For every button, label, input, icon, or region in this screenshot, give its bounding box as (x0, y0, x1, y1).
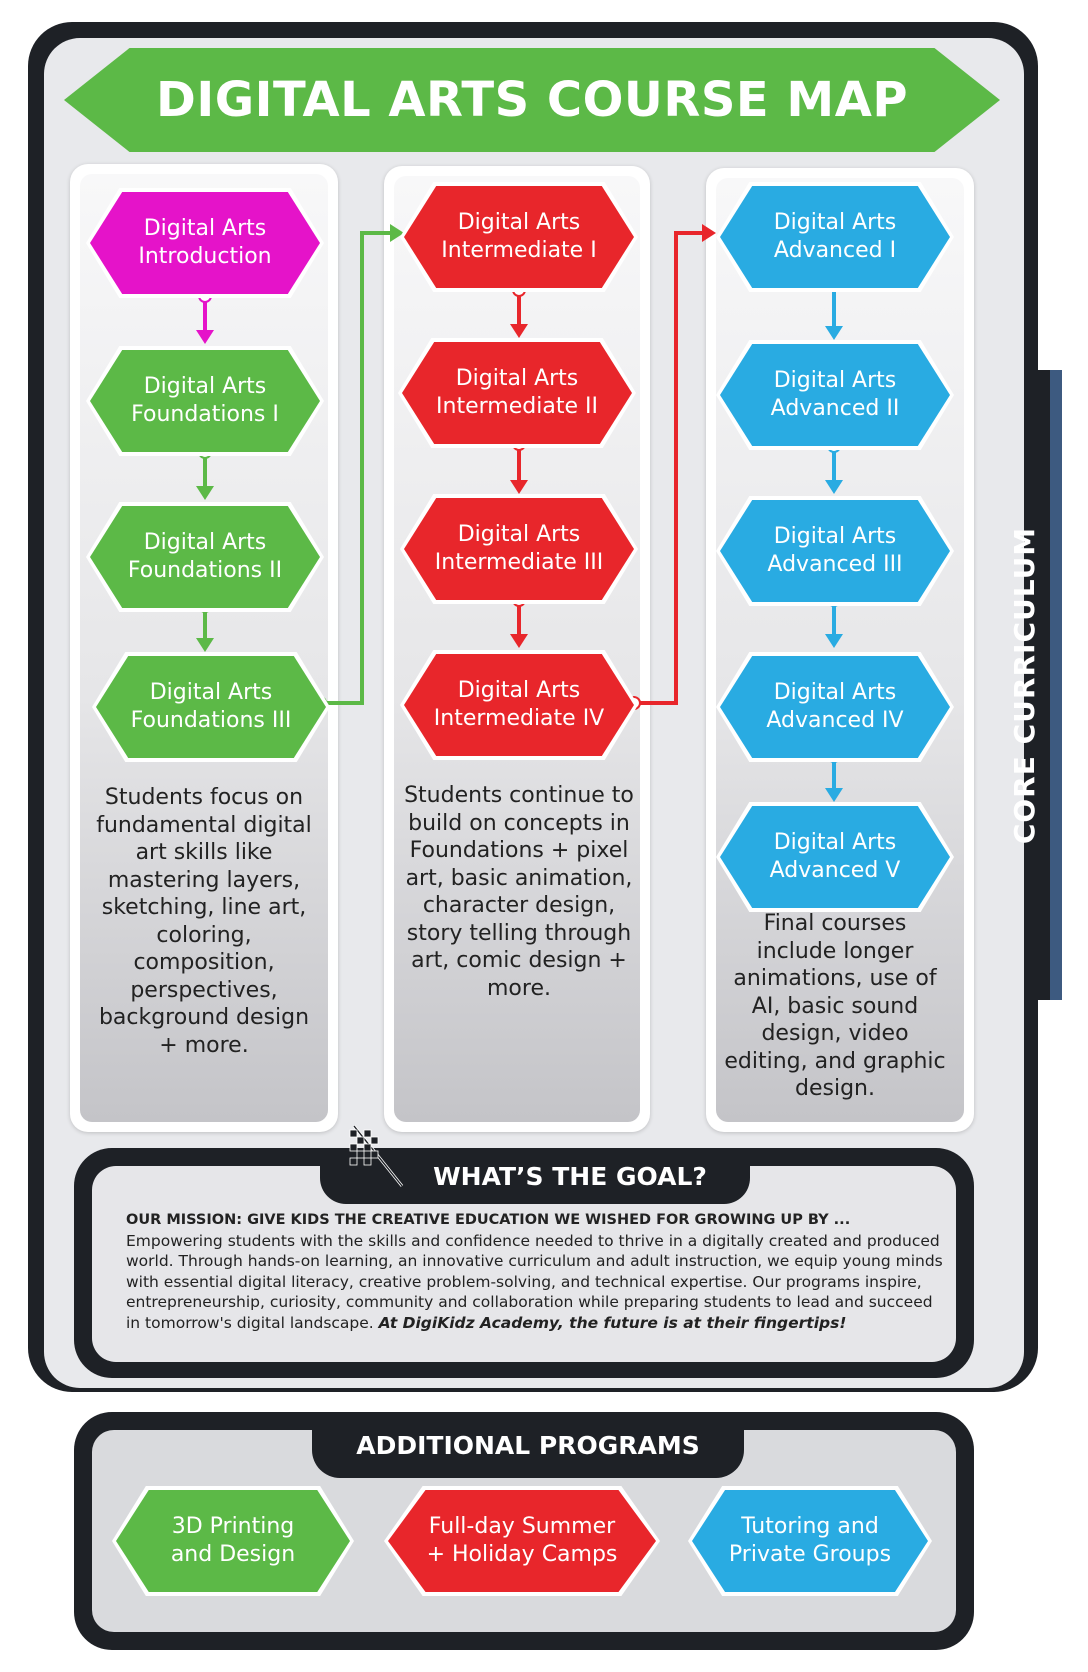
arrowhead (825, 480, 843, 494)
page-title: DIGITAL ARTS COURSE MAP (155, 72, 909, 128)
course-line1: Digital Arts (457, 678, 581, 703)
checkered-flag-icon (349, 1125, 404, 1187)
arrowhead (196, 330, 214, 344)
course-line2: Advanced II (770, 396, 900, 421)
course-line1: Digital Arts (143, 530, 267, 555)
course-line2: Intermediate I (441, 238, 597, 263)
arrowhead (390, 224, 404, 242)
goal-header-tab (320, 1148, 750, 1204)
course-line1: Digital Arts (149, 680, 273, 705)
column-foundations-description: Students focus on fundamental digital ar… (96, 785, 312, 1058)
course-line2: Foundations III (130, 708, 292, 733)
course-line2: Advanced I (773, 238, 897, 263)
arrowhead (510, 634, 528, 648)
arrowhead (825, 788, 843, 802)
course-line2: Intermediate III (434, 550, 604, 575)
course-line2: Foundations II (127, 558, 283, 583)
goal-closing: At DigiKidz Academy, the future is at th… (378, 1313, 847, 1332)
arrowhead (196, 638, 214, 652)
arrowhead (510, 324, 528, 338)
course-line1: Digital Arts (773, 210, 897, 235)
course-line2: Introduction (138, 244, 272, 269)
course-line1: Digital Arts (773, 368, 897, 393)
course-line1: Digital Arts (457, 210, 581, 235)
arrowhead (510, 480, 528, 494)
course-line1: Digital Arts (143, 216, 267, 241)
course-line1: Digital Arts (773, 524, 897, 549)
program-line2: Private Groups (728, 1542, 892, 1567)
course-line2: Intermediate II (436, 394, 598, 419)
additional-programs-title: ADDITIONAL PROGRAMS (356, 1430, 700, 1460)
course-line2: Intermediate IV (433, 706, 605, 731)
program-line2: and Design (170, 1542, 296, 1567)
additional-programs-header-tab (312, 1412, 744, 1478)
connector-foundations-to-intermediate (320, 231, 392, 705)
course-line2: Advanced IV (766, 708, 904, 733)
arrowhead (702, 224, 716, 242)
course-line1: Digital Arts (773, 680, 897, 705)
course-line1: Digital Arts (143, 374, 267, 399)
goal-mission: OUR MISSION: GIVE KIDS THE CREATIVE EDUC… (126, 1212, 851, 1228)
course-line2: Advanced III (767, 552, 903, 577)
course-line1: Digital Arts (773, 830, 897, 855)
arrowhead (825, 326, 843, 340)
column-advanced-description: Final courses include longer animations,… (724, 911, 946, 1101)
title-banner: DIGITAL ARTS COURSE MAP (64, 48, 1000, 152)
goal-body: Empowering students with the skills and … (126, 1231, 943, 1332)
program-line1: 3D Printing (171, 1514, 295, 1539)
column-advanced-inner (716, 178, 964, 1122)
program-summer-camps: Full-day Summer + Holiday Camps (388, 1490, 656, 1592)
side-tab-edge (1050, 370, 1062, 1000)
arrowhead (825, 634, 843, 648)
column-intermediate-description: Students continue to build on concepts i… (404, 783, 634, 1001)
goal-title: WHAT’S THE GOAL? (433, 1161, 707, 1191)
course-line1: Digital Arts (455, 366, 579, 391)
program-3d-printing: 3D Printing and Design (116, 1490, 350, 1592)
program-line2: + Holiday Camps (426, 1542, 618, 1567)
course-line2: Foundations I (131, 402, 279, 427)
course-line2: Advanced V (769, 858, 901, 883)
program-line1: Full-day Summer (428, 1514, 616, 1539)
program-line1: Tutoring and (741, 1514, 879, 1539)
goal-text: OUR MISSION: GIVE KIDS THE CREATIVE EDUC… (126, 1210, 946, 1333)
course-line1: Digital Arts (457, 522, 581, 547)
arrowhead (196, 486, 214, 500)
connector-intermediate-to-advanced (634, 231, 704, 705)
